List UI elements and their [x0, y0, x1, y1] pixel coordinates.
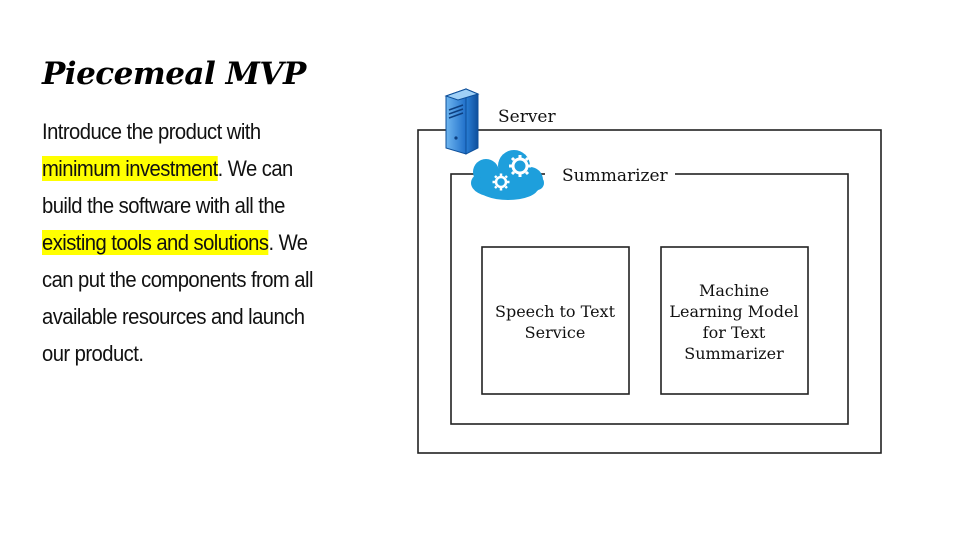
ml-model-box: [660, 246, 809, 395]
highlight-existing-tools: existing tools and solutions: [42, 230, 269, 255]
speech-to-text-box: [481, 246, 630, 395]
server-icon: [444, 86, 480, 156]
gear-icon-small: [492, 173, 510, 191]
cloud-gears-icon: [471, 150, 544, 200]
speech-to-text-line-2: Service: [525, 323, 586, 342]
paragraph-text-2: . We can build the software with all the: [42, 156, 293, 218]
speech-to-text-component: Speech to Text Service: [481, 246, 630, 395]
server-label-bg: [494, 104, 566, 128]
paragraph-text-1: Introduce the product with: [42, 119, 261, 144]
highlight-minimum-investment: minimum investment: [42, 156, 218, 181]
summarizer-label-bg: [545, 165, 675, 185]
paragraph-text-3: . We can put the components from all ava…: [42, 230, 313, 366]
ml-model-line-3: for Text: [703, 323, 766, 342]
ml-model-line-4: Summarizer: [684, 344, 784, 363]
ml-model-component: Machine Learning Model for Text Summariz…: [660, 246, 809, 395]
summarizer-label: Summarizer: [562, 166, 669, 186]
slide-paragraph: Introduce the product with minimum inves…: [42, 113, 318, 372]
speech-to-text-line-1: Speech to Text: [495, 302, 616, 321]
server-label: Server: [498, 107, 556, 127]
ml-model-line-1: Machine: [699, 281, 769, 300]
ml-model-line-2: Learning Model: [669, 302, 798, 321]
gear-icon-large: [509, 155, 531, 177]
slide-title: Piecemeal MVP: [42, 56, 306, 92]
